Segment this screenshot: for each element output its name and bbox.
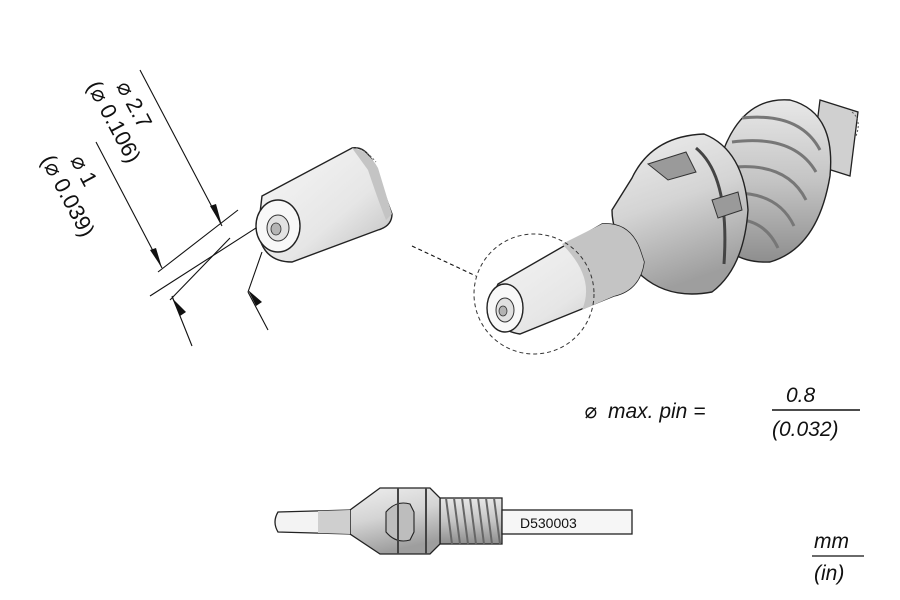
units-legend: mm (in): [812, 530, 864, 585]
nozzle-side-view: [274, 487, 633, 555]
inner-diameter-label: ⌀ 1 (⌀ 0.039): [36, 150, 102, 240]
max-pin-value-in: (0.032): [772, 418, 839, 441]
svg-text:⌀: ⌀: [584, 400, 597, 423]
outer-diameter-label: ⌀ 2.7 (⌀ 0.106): [82, 76, 157, 166]
dimension-lines: [95, 69, 269, 347]
detail-tip: [255, 147, 393, 263]
part-number: D530003: [520, 515, 577, 531]
max-pin-label: max. pin =: [608, 400, 705, 423]
detail-circle: [473, 233, 595, 355]
max-pin-value-mm: 0.8: [786, 384, 816, 407]
units-numerator: mm: [814, 530, 849, 553]
diameter-symbol: ⌀: [584, 400, 597, 423]
nozzle-3d: [486, 99, 859, 335]
units-denominator: (in): [814, 562, 844, 585]
leader-line: [411, 245, 477, 277]
max-pin-formula: ⌀ max. pin = 0.8 (0.032): [584, 384, 860, 441]
